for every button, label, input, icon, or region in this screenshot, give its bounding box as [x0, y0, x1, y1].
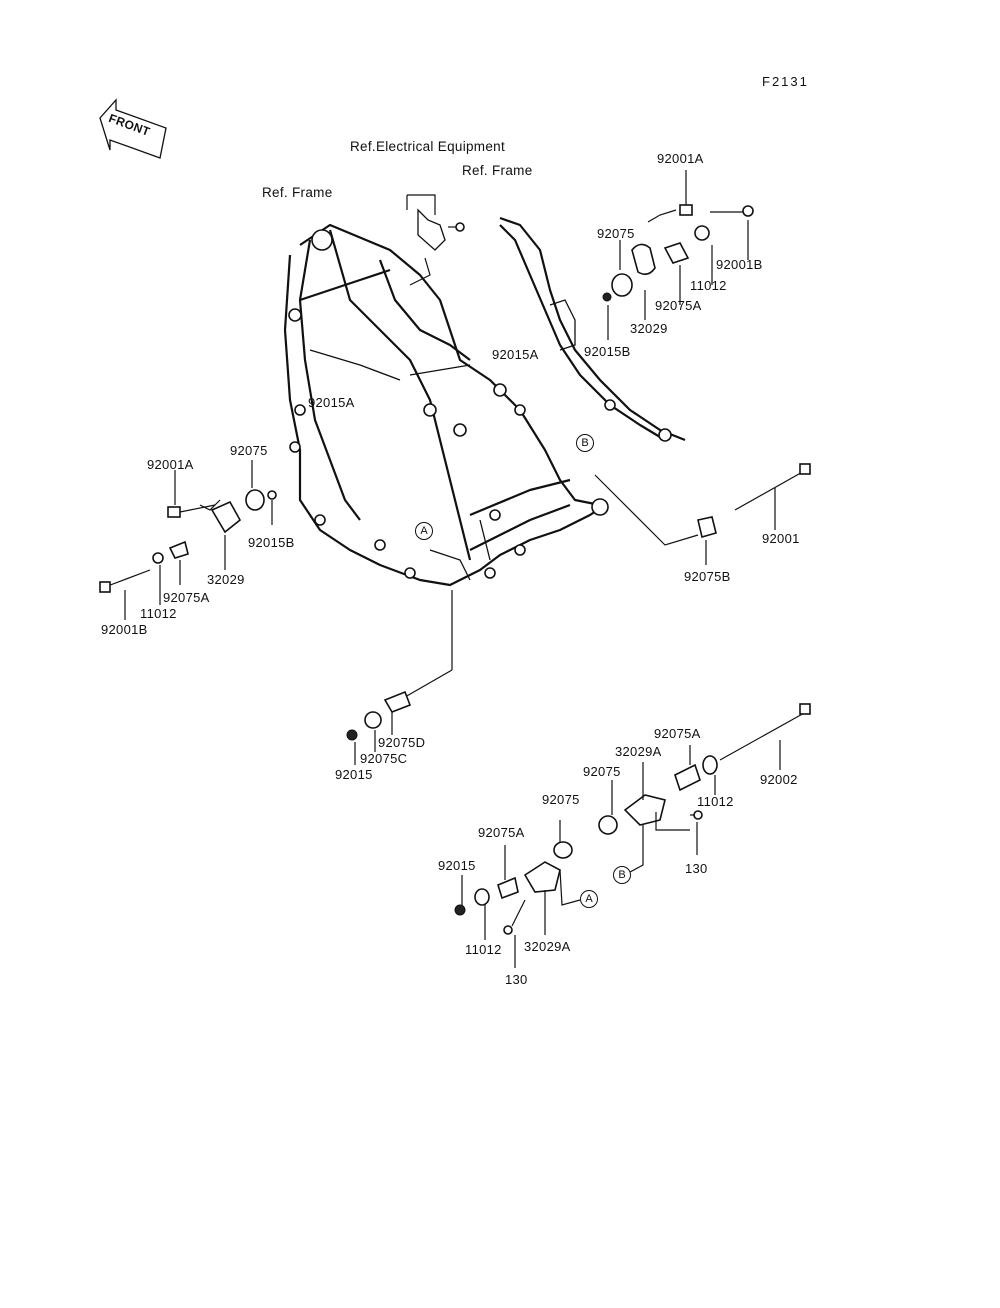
part-label: 92075	[230, 443, 268, 458]
electrical-bracket	[406, 194, 465, 286]
part-label: 130	[505, 972, 528, 987]
bolt-92075d	[346, 590, 453, 765]
part-label: 11012	[140, 606, 177, 621]
part-label: 92075B	[684, 569, 731, 584]
part-label: 92015	[335, 767, 373, 782]
top-right-mount	[602, 170, 754, 340]
part-label: 32029A	[615, 744, 662, 759]
part-label: 92075	[597, 226, 635, 241]
part-label: 92075A	[654, 726, 701, 741]
callout-a-mount: A	[580, 890, 598, 908]
bolt-92001	[594, 463, 811, 565]
part-label: 92075	[542, 792, 580, 807]
ref-frame-left: Ref. Frame	[262, 185, 333, 200]
part-label: 92075A	[163, 590, 210, 605]
part-label: 92075C	[360, 751, 408, 766]
callout-b-frame: B	[576, 434, 594, 452]
left-mount	[99, 460, 277, 620]
front-arrow-icon	[99, 98, 167, 159]
part-label: 92001A	[147, 457, 194, 472]
part-label: 11012	[465, 942, 502, 957]
part-label: 32029	[207, 572, 245, 587]
part-label: 92001B	[716, 257, 763, 272]
part-label: 92015A	[308, 395, 355, 410]
part-label: 11012	[690, 278, 727, 293]
figure-id: F2131	[762, 74, 809, 89]
part-label: 32029A	[524, 939, 571, 954]
part-label: 92075A	[478, 825, 525, 840]
part-label: 92015A	[492, 347, 539, 362]
part-label: 92002	[760, 772, 798, 787]
part-label: 11012	[697, 794, 734, 809]
bottom-right-mount	[598, 703, 811, 873]
part-label: 92075A	[655, 298, 702, 313]
part-label: 32029	[630, 321, 668, 336]
part-label: 92015B	[584, 344, 631, 359]
ref-frame-right: Ref. Frame	[462, 163, 533, 178]
ref-electrical-equipment: Ref.Electrical Equipment	[350, 139, 506, 154]
bottom-left-mount	[454, 820, 581, 968]
part-label: 92001	[762, 531, 800, 546]
part-label: 92075	[583, 764, 621, 779]
part-label: 92001A	[657, 151, 704, 166]
callout-a-frame: A	[415, 522, 433, 540]
part-label: 92015B	[248, 535, 295, 550]
part-label: 92015	[438, 858, 476, 873]
part-label: 92075D	[378, 735, 426, 750]
callout-b-mount: B	[613, 866, 631, 884]
part-label: 130	[685, 861, 708, 876]
part-label: 92001B	[101, 622, 148, 637]
right-frame-rail	[499, 216, 686, 442]
main-frame	[283, 223, 609, 587]
